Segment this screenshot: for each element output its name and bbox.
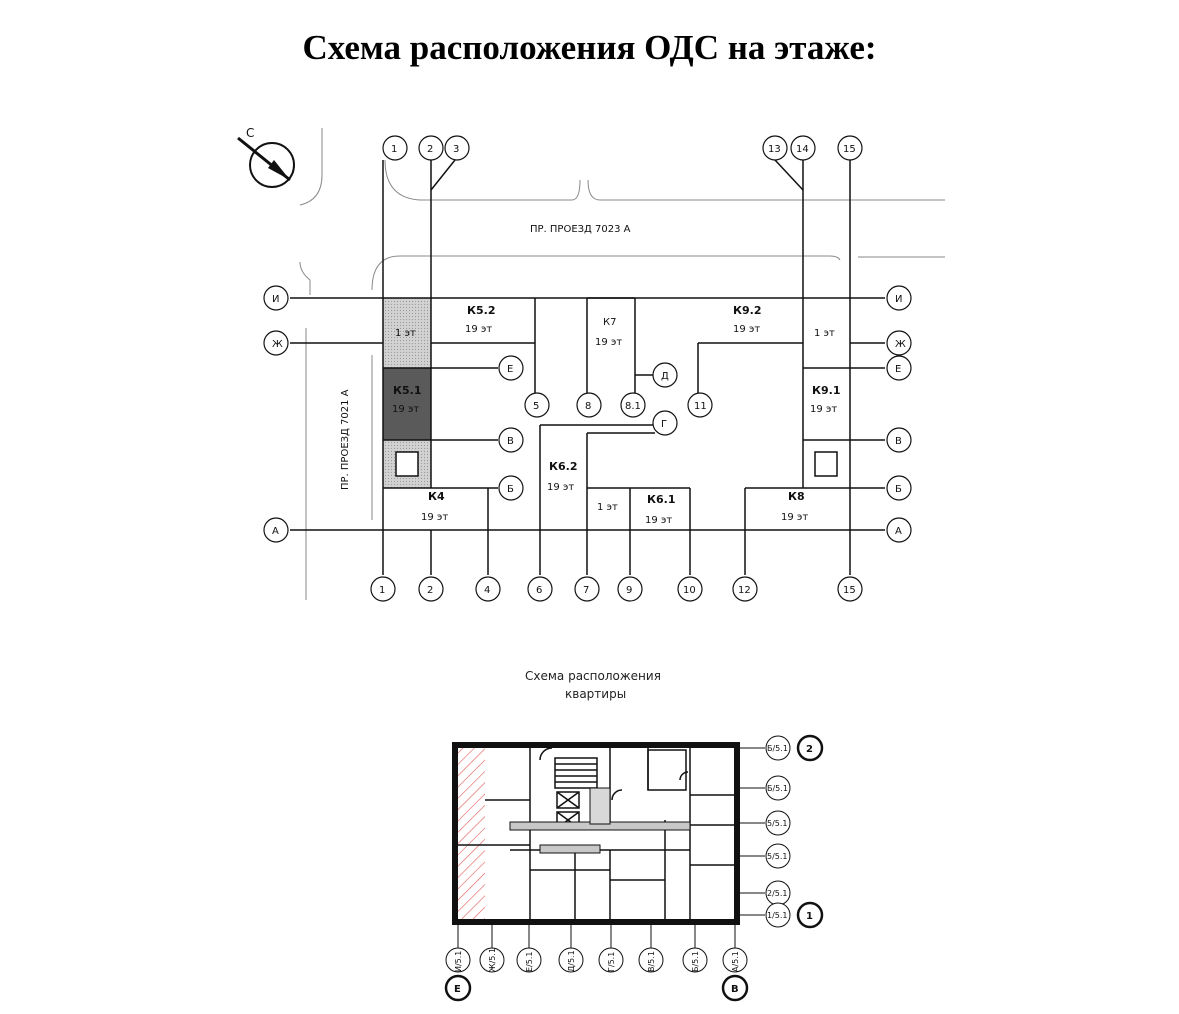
- left-axis-label: Ж: [272, 339, 283, 350]
- inner-axis-label: 11: [694, 401, 707, 412]
- compass-icon: С: [237, 126, 295, 188]
- apt-bottom-axis-label: Ж/5.1: [488, 948, 497, 972]
- apartment-caption-line2: квартиры: [565, 687, 626, 701]
- apt-right-axis-label: Б/5.1: [767, 744, 788, 753]
- apt-right-marker: 1: [806, 911, 813, 922]
- top-axis-label: 14: [796, 144, 809, 155]
- apt-bottom-axes: [444, 922, 749, 1002]
- section-name: К9.2: [733, 304, 761, 317]
- right-axis-label: И: [895, 294, 902, 305]
- section-name: К6.2: [549, 460, 577, 473]
- top-axis-label: 1: [391, 144, 397, 155]
- section-name: К4: [428, 490, 445, 503]
- apt-right-axis-label: 2/5.1: [767, 889, 788, 898]
- section-name: К8: [788, 490, 805, 503]
- section-name: К5.2: [467, 304, 495, 317]
- inner-axis-label: Д: [661, 371, 669, 382]
- section-floors: 19 эт: [595, 337, 622, 348]
- section-fill-k51: [383, 368, 431, 440]
- section-floors: 1 эт: [395, 328, 416, 339]
- apartment-floor-plan: [452, 742, 740, 925]
- apt-bottom-axis-label: Е/5.1: [525, 952, 534, 972]
- apt-bottom-marker: В: [731, 984, 739, 995]
- apt-bottom-marker: Е: [454, 984, 461, 995]
- apt-bottom-axis-label: Б/5.1: [691, 951, 700, 972]
- bottom-axes: [370, 576, 863, 602]
- right-axis-label: Е: [895, 364, 901, 375]
- section-floors: 19 эт: [465, 324, 492, 335]
- compass-north-label: С: [246, 126, 254, 140]
- road-label-west: ПР. ПРОЕЗД 7021 А: [340, 389, 351, 490]
- top-axes: [382, 135, 863, 161]
- section-floors: 19 эт: [547, 482, 574, 493]
- section-floors: 19 эт: [781, 512, 808, 523]
- bottom-axis-label: 6: [536, 585, 542, 596]
- apt-bottom-axis-label: И/5.1: [454, 951, 463, 972]
- section-fill-1-floor: [383, 298, 431, 368]
- bottom-axis-label: 10: [683, 585, 696, 596]
- bottom-axis-label: 4: [484, 585, 490, 596]
- apt-bottom-axis-label: Г/5.1: [607, 952, 616, 972]
- stair-core-left: [395, 451, 419, 477]
- inner-axis-label: Г: [661, 419, 667, 430]
- bottom-axis-label: 2: [427, 585, 433, 596]
- right-axis-label: Ж: [895, 339, 906, 350]
- bottom-axis-label: 1: [379, 585, 385, 596]
- right-axis-label: Б: [895, 484, 902, 495]
- apt-bottom-axis-label: А/5.1: [731, 951, 740, 972]
- right-axes: [886, 285, 912, 543]
- bottom-axis-label: 9: [626, 585, 632, 596]
- apt-bottom-axis-label: Д/5.1: [567, 950, 576, 972]
- section-floors: 1 эт: [597, 502, 618, 513]
- bottom-axis-label: 15: [843, 585, 856, 596]
- bottom-axis-label: 7: [583, 585, 589, 596]
- apt-right-axis-label: 5/5.1: [767, 852, 788, 861]
- road-label-north: ПР. ПРОЕЗД 7023 А: [530, 224, 631, 235]
- section-floors: 19 эт: [421, 512, 448, 523]
- section-name: К9.1: [812, 384, 840, 397]
- section-name: К7: [603, 317, 616, 328]
- inner-axis-label: 8.1: [625, 401, 641, 412]
- inner-axis-label: 8: [585, 401, 591, 412]
- top-axis-label: 2: [427, 144, 433, 155]
- inner-axis-label: В: [507, 436, 514, 447]
- inner-axis-label: Е: [507, 364, 513, 375]
- top-axis-label: 15: [843, 144, 856, 155]
- roads: [299, 128, 945, 600]
- grid-lines: [290, 159, 885, 575]
- apt-right-marker: 2: [806, 744, 813, 755]
- apt-bottom-axis-label: В/5.1: [647, 951, 656, 972]
- section-floors: 19 эт: [645, 515, 672, 526]
- section-name: К6.1: [647, 493, 675, 506]
- right-axis-label: В: [895, 436, 902, 447]
- section-floors: 1 эт: [814, 328, 835, 339]
- top-axis-label: 3: [453, 144, 459, 155]
- stair-core-right: [814, 451, 838, 477]
- section-floors: 19 эт: [733, 324, 760, 335]
- apartment-caption-line1: Схема расположения: [525, 669, 661, 683]
- inner-axis-label: Б: [507, 484, 514, 495]
- apt-right-axis-label: Б/5.1: [767, 784, 788, 793]
- apt-right-axis-label: 1/5.1: [767, 911, 788, 920]
- left-axes: [263, 285, 289, 543]
- section-floors: 19 эт: [810, 404, 837, 415]
- apt-right-axes: [737, 734, 824, 929]
- section-name: К5.1: [393, 384, 421, 397]
- left-axis-label: А: [272, 526, 279, 537]
- top-axis-label: 13: [768, 144, 781, 155]
- inner-axes: [498, 355, 713, 501]
- section-floors: 19 эт: [392, 404, 419, 415]
- left-axis-label: И: [272, 294, 279, 305]
- page-title: Схема расположения ОДС на этаже:: [302, 28, 877, 67]
- bottom-axis-label: 12: [738, 585, 751, 596]
- apt-right-axis-label: 5/5.1: [767, 819, 788, 828]
- right-axis-label: А: [895, 526, 902, 537]
- inner-axis-label: 5: [533, 401, 539, 412]
